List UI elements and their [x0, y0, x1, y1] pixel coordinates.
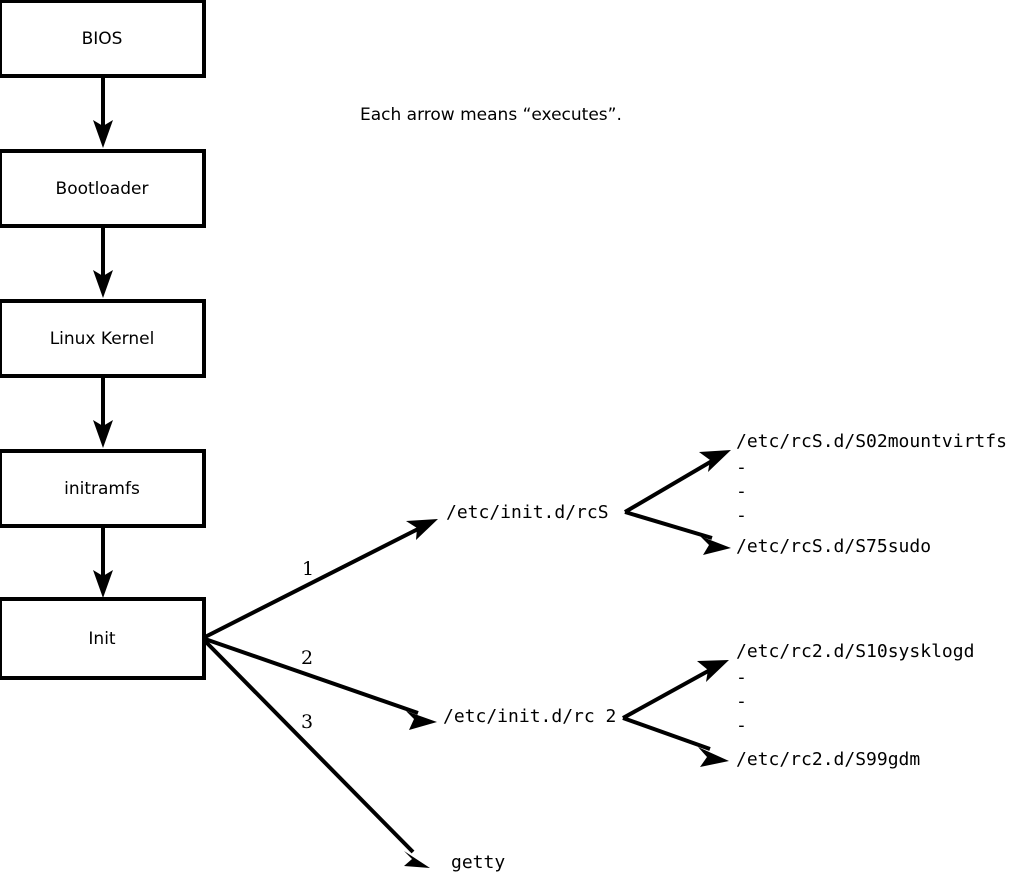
rcs-child-last-label[interactable]: /etc/rcS.d/S75sudo — [736, 536, 931, 557]
init-box[interactable] — [0, 597, 206, 680]
rcs-ellipsis-dash: - — [736, 481, 747, 502]
kernel-label: Linux Kernel — [50, 329, 155, 349]
arrow-bios-to-bootloader — [93, 76, 113, 148]
rcs-child-first-label[interactable]: /etc/rcS.d/S02mountvirtfs — [736, 431, 1007, 452]
getty-label[interactable]: getty — [451, 852, 505, 873]
arrowhead-diag-icon — [406, 519, 438, 540]
arrowhead-diag-icon — [698, 747, 729, 767]
bootloader-box[interactable] — [0, 149, 206, 228]
bios-label: BIOS — [82, 29, 123, 49]
init-label: Init — [88, 629, 116, 649]
arrowhead-down-icon — [93, 270, 113, 298]
arrowhead-diag-icon — [406, 711, 437, 730]
rcs-script-label[interactable]: /etc/init.d/rcS — [446, 502, 609, 523]
arrow-rc2-to-last-child — [622, 716, 729, 767]
diagram-caption: Each arrow means “executes”. — [360, 105, 622, 125]
branch-number-2: 2 — [301, 647, 313, 669]
arrowhead-diag-icon — [700, 536, 731, 555]
rcs-ellipsis-dash: - — [736, 505, 747, 526]
node-initramfs[interactable]: initramfs — [0, 449, 206, 528]
rc2-ellipsis-dash: - — [736, 715, 747, 736]
arrow-bootloader-to-kernel — [93, 226, 113, 298]
branch-number-3: 3 — [301, 711, 313, 733]
arrow-init-branch-1 — [204, 519, 438, 639]
initramfs-label: initramfs — [64, 479, 140, 499]
rc2-script-label[interactable]: /etc/init.d/rc 2 — [443, 706, 616, 727]
arrow-kernel-to-initramfs — [93, 376, 113, 448]
initramfs-box[interactable] — [0, 449, 206, 528]
bootloader-label: Bootloader — [56, 179, 149, 199]
branch-number-1: 1 — [302, 558, 314, 580]
arrowhead-down-icon — [93, 420, 113, 448]
arrow-init-branch-3 — [203, 639, 430, 868]
arrowhead-diag-icon — [699, 450, 731, 472]
arrow-initramfs-to-init — [93, 526, 113, 598]
arrow-rcs-to-last-child — [624, 510, 731, 555]
rcs-ellipsis-dash: - — [736, 457, 747, 478]
arrowhead-diag-icon — [404, 851, 430, 868]
node-init[interactable]: Init — [0, 597, 206, 680]
arrow-rcs-to-first-child — [623, 450, 731, 514]
arrow-init-branch-2 — [204, 637, 437, 730]
rc2-child-first-label[interactable]: /etc/rc2.d/S10sysklogd — [736, 641, 974, 662]
node-bios[interactable]: BIOS — [0, 0, 206, 78]
rc2-ellipsis-dash: - — [736, 667, 747, 688]
arrowhead-diag-icon — [697, 660, 729, 682]
bios-box[interactable] — [0, 0, 206, 78]
node-bootloader[interactable]: Bootloader — [0, 149, 206, 228]
rc2-child-last-label[interactable]: /etc/rc2.d/S99gdm — [736, 749, 920, 770]
arrowhead-down-icon — [93, 570, 113, 598]
node-linux-kernel[interactable]: Linux Kernel — [0, 299, 206, 378]
kernel-box[interactable] — [0, 299, 206, 378]
arrowhead-down-icon — [93, 120, 113, 148]
arrow-rc2-to-first-child — [622, 660, 729, 720]
rc2-ellipsis-dash: - — [736, 691, 747, 712]
